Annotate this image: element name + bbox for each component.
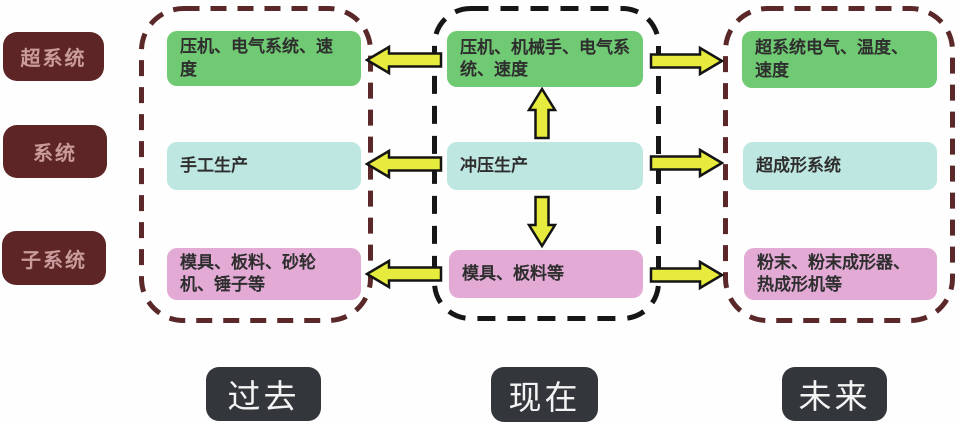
cell-text: 手工生产 bbox=[180, 155, 248, 176]
cell-past-supersystem: 压机、电气系统、速度 bbox=[167, 31, 361, 86]
footer-present: 现在 bbox=[491, 367, 598, 422]
arrow-left-icon bbox=[364, 258, 443, 290]
footer-future: 未来 bbox=[782, 367, 887, 421]
cell-future-subsystem: 粉末、粉末成形器、热成形机等 bbox=[744, 248, 937, 300]
row-label-text: 子系统 bbox=[21, 247, 87, 272]
cell-present-supersystem: 压机、机械手、电气系统、速度 bbox=[447, 31, 643, 87]
cell-future-system: 超成形系统 bbox=[743, 142, 937, 190]
present-column-frame bbox=[432, 6, 661, 321]
row-label-text: 超系统 bbox=[20, 46, 87, 70]
footer-text: 现在 bbox=[508, 377, 581, 417]
row-label-subsystem: 子系统 bbox=[2, 231, 106, 285]
future-column-frame bbox=[723, 6, 955, 323]
arrow-right-icon bbox=[649, 45, 725, 77]
footer-text: 过去 bbox=[227, 377, 300, 416]
cell-future-supersystem: 超系统电气、温度、速度 bbox=[742, 31, 937, 88]
cell-text: 超系统电气、温度、速度 bbox=[755, 38, 908, 81]
cell-text: 粉末、粉末成形器、热成形机等 bbox=[757, 252, 910, 295]
arrow-right-icon bbox=[649, 147, 725, 179]
cell-present-subsystem: 模具、板料等 bbox=[449, 250, 643, 298]
cell-text: 模具、板料等 bbox=[462, 263, 564, 284]
row-label-supersystem: 超系统 bbox=[3, 32, 104, 81]
cell-text: 模具、板料、砂轮机、锤子等 bbox=[180, 252, 316, 295]
arrow-left-icon bbox=[364, 44, 443, 76]
cell-past-system: 手工生产 bbox=[167, 142, 361, 190]
row-label-system: 系统 bbox=[3, 125, 107, 178]
cell-text: 压机、机械手、电气系统、速度 bbox=[460, 37, 630, 80]
arrow-right-icon bbox=[649, 259, 725, 291]
arrow-up-icon bbox=[526, 86, 558, 140]
row-label-text: 系统 bbox=[33, 141, 77, 165]
cell-past-subsystem: 模具、板料、砂轮机、锤子等 bbox=[167, 248, 361, 300]
cell-text: 压机、电气系统、速度 bbox=[180, 37, 333, 80]
cell-present-system: 冲压生产 bbox=[447, 142, 643, 190]
footer-text: 未来 bbox=[798, 377, 871, 416]
footer-past: 过去 bbox=[206, 367, 321, 421]
arrow-left-icon bbox=[364, 148, 443, 180]
arrow-down-icon bbox=[526, 195, 558, 249]
cell-text: 冲压生产 bbox=[460, 155, 528, 176]
cell-text: 超成形系统 bbox=[756, 155, 841, 176]
